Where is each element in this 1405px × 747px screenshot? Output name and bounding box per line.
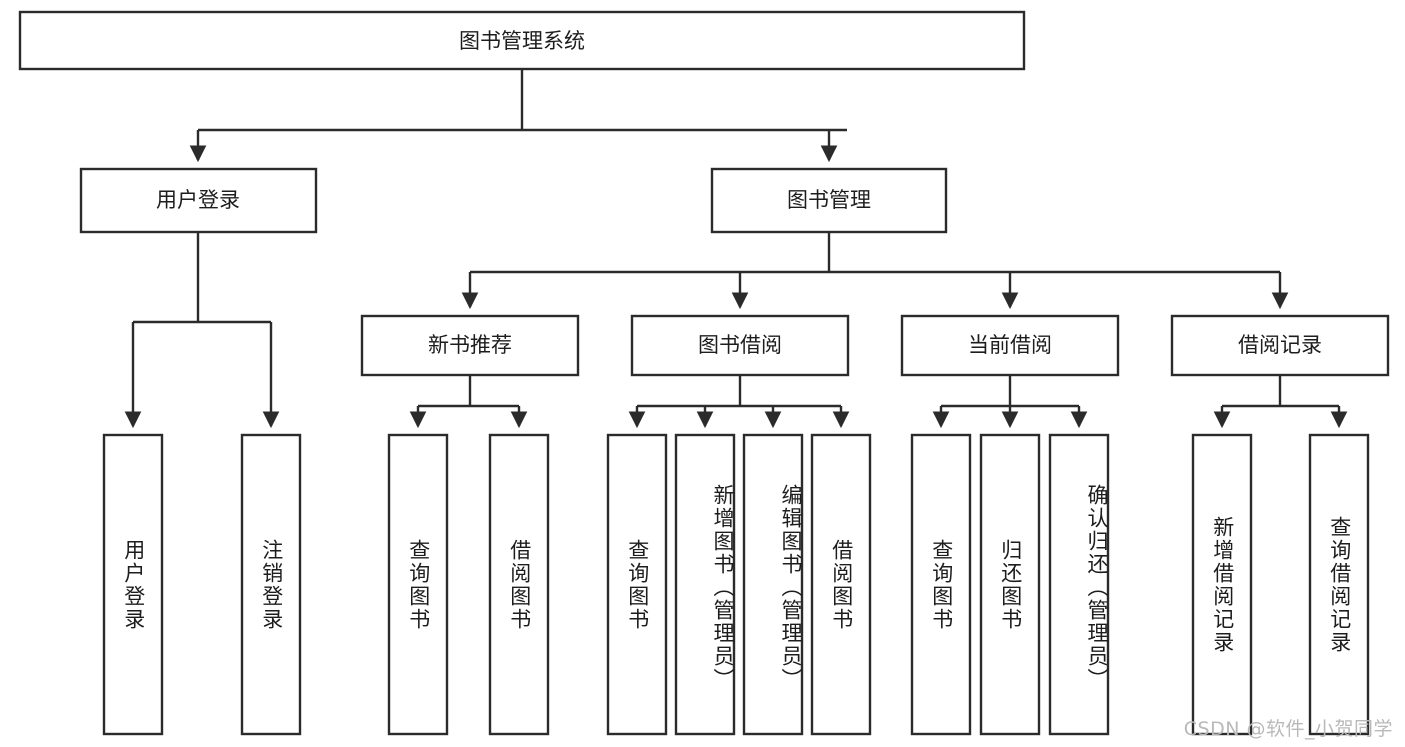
node-current-borrow-label: 当前借阅 (968, 333, 1052, 357)
node-user-login[interactable]: 用户登录 (79, 167, 318, 234)
node-borrow-record[interactable]: 借阅记录 (1170, 314, 1390, 377)
node-book-management-label: 图书管理 (787, 188, 871, 212)
node-book-management[interactable]: 图书管理 (710, 167, 948, 234)
node-current-borrow[interactable]: 当前借阅 (900, 314, 1120, 377)
connector-bookmgmt-to-level3 (461, 232, 1289, 310)
leaf-node-newbook-query-book[interactable] (387, 433, 449, 736)
leaf-node-bookborrow-edit-book[interactable] (742, 433, 804, 736)
connector-bookborrow-to-leaves (628, 375, 850, 429)
leaf-node-bookborrow-add-book[interactable] (674, 433, 736, 736)
leaf-node-bookborrow-borrow-book[interactable] (810, 433, 872, 736)
node-root[interactable]: 图书管理系统 (18, 10, 1026, 71)
node-new-book-recommend[interactable]: 新书推荐 (360, 314, 580, 377)
leaf-node-borrowrecord-add-record[interactable] (1191, 433, 1253, 736)
node-new-book-recommend-label: 新书推荐 (428, 333, 512, 357)
node-user-login-label: 用户登录 (156, 188, 240, 212)
node-root-label: 图书管理系统 (459, 29, 585, 53)
connector-newbook-to-leaves (409, 375, 528, 429)
node-book-borrow[interactable]: 图书借阅 (630, 314, 850, 377)
leaf-node-newbook-borrow-book[interactable] (488, 433, 550, 736)
leaf-node-bookborrow-query-book[interactable] (606, 433, 668, 736)
connector-borrowrecord-to-leaves (1213, 375, 1348, 429)
leaf-node-currentborrow-confirm-return[interactable] (1048, 433, 1110, 736)
leaf-node-borrowrecord-query-record[interactable] (1308, 433, 1370, 736)
connector-currentborrow-to-leaves (932, 375, 1088, 429)
node-book-borrow-label: 图书借阅 (698, 333, 782, 357)
leaf-node-currentborrow-query-book[interactable] (910, 433, 972, 736)
connector-userlogin-to-leaves (124, 232, 280, 429)
watermark: CSDN @软件_小贺同学 (1183, 718, 1393, 740)
leaf-node-user-login-user-login[interactable] (102, 433, 164, 736)
leaf-node-user-login-logout[interactable] (240, 433, 302, 736)
connector-root-to-level2 (189, 69, 847, 163)
node-borrow-record-label: 借阅记录 (1238, 333, 1322, 357)
leaf-node-currentborrow-return-book[interactable] (979, 433, 1041, 736)
